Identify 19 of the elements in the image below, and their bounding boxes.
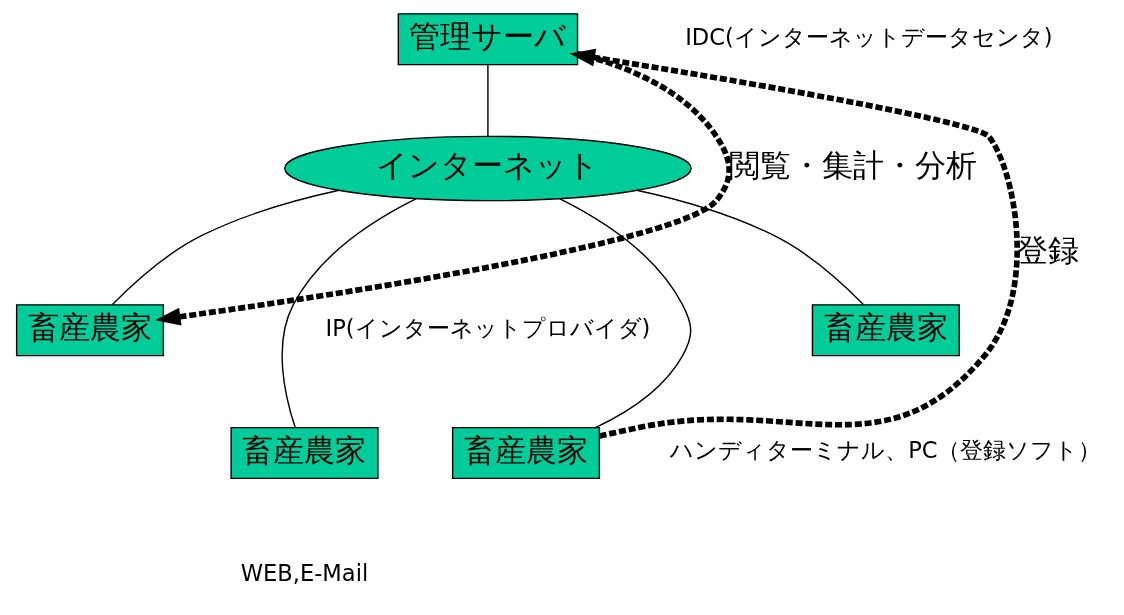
node-box: 管理サーバ: [397, 13, 579, 66]
connector: [111, 189, 340, 306]
node-box: 畜産農家: [230, 426, 379, 480]
node-box: 畜産農家: [451, 426, 601, 480]
edge-label: 登録: [1017, 231, 1080, 268]
connector: [558, 197, 692, 429]
node-box: 畜産農家: [811, 304, 960, 357]
label: ハンディターミナル、PC（登録ソフト）: [670, 437, 1102, 464]
arrow: [155, 51, 732, 326]
label: IDC(インターネットデータセンタ): [685, 23, 1053, 50]
edge-label: 閲覧・集計・分析: [728, 147, 977, 184]
connector: [487, 64, 489, 138]
connector: [281, 197, 417, 428]
connector: [636, 189, 865, 306]
label: IP(インターネットプロバイダ): [325, 314, 651, 341]
label: WEB,E-Mail: [240, 560, 369, 587]
node-box: 畜産農家: [15, 304, 165, 357]
node-ellipse: インターネット: [284, 135, 692, 202]
arrow: [569, 48, 1020, 439]
